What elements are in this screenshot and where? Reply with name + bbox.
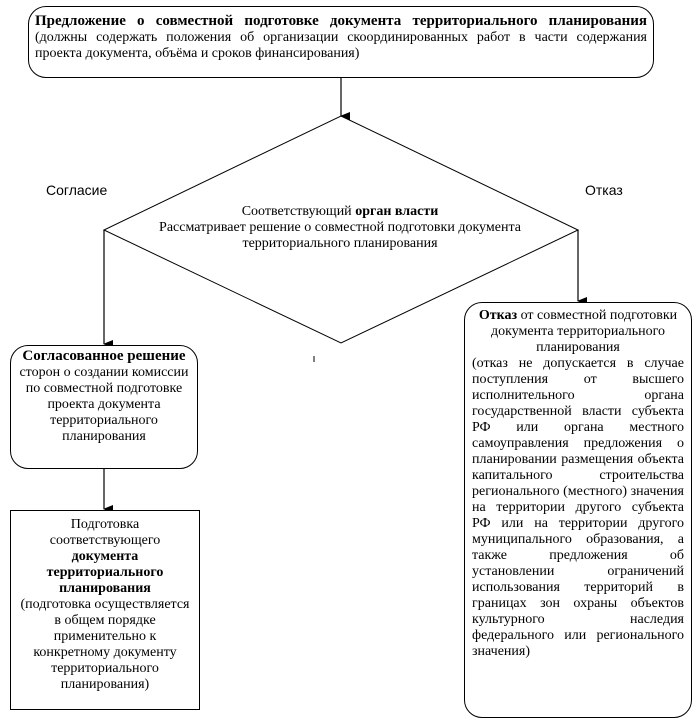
decision-line2: Рассматривает решение о совместной подго… bbox=[159, 220, 521, 251]
refusal-text: от совместной подготовки документа терри… bbox=[491, 308, 678, 355]
decision-diamond bbox=[102, 115, 580, 344]
proposal-detail: (должны содержать положения об организац… bbox=[35, 30, 647, 61]
decision-text: Соответствующий орган власти Рассматрива… bbox=[140, 204, 540, 252]
refusal-bold: Отказ bbox=[478, 308, 518, 323]
label-refuse: Отказ bbox=[585, 182, 623, 198]
agreed-decision-bold: Согласованное решение bbox=[22, 348, 186, 364]
agreed-decision-text: сторон о создании комиссии по совместной… bbox=[19, 365, 189, 444]
decision-line1-normal: Соответствующий bbox=[241, 204, 356, 219]
preparation-bold: документа территориального планирования bbox=[46, 549, 164, 596]
preparation-box: Подготовка соответствующего документа те… bbox=[10, 510, 200, 710]
preparation-text-before: Подготовка соответствующего bbox=[49, 517, 161, 548]
refusal-detail: (отказ не допускается в случае поступлен… bbox=[472, 356, 684, 659]
refusal-box: Отказ от совместной подготовки документа… bbox=[464, 302, 692, 718]
proposal-box: Предложение о совместной подготовке доку… bbox=[28, 6, 654, 78]
label-agree: Согласие bbox=[46, 182, 108, 198]
proposal-title: Предложение о совместной подготовке доку… bbox=[35, 13, 647, 29]
decision-line1-bold: орган власти bbox=[355, 204, 439, 219]
agreed-decision-box: Согласованное решение сторон о создании … bbox=[10, 345, 198, 469]
preparation-text-after: (подготовка осуществляется в общем поряд… bbox=[20, 597, 190, 692]
